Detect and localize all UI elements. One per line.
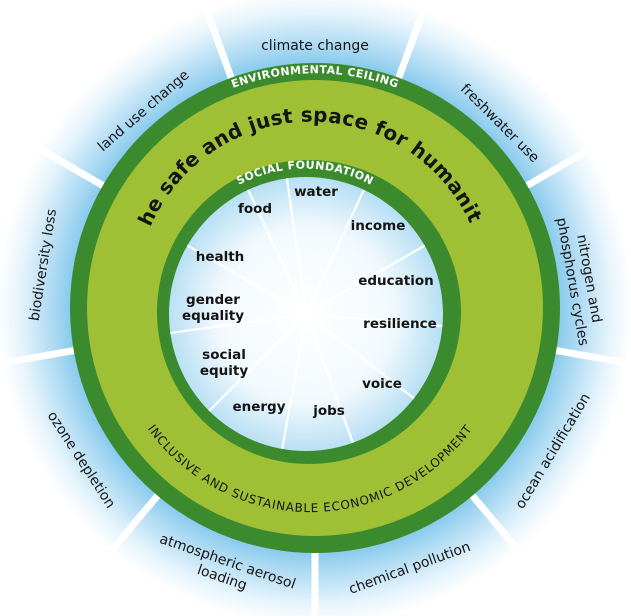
outer-separator: [27, 139, 109, 192]
outer-separator: [466, 489, 530, 564]
inner-spokes: [170, 178, 443, 450]
inner-spoke: [305, 244, 426, 315]
inner-label-food: food: [238, 201, 272, 217]
inner-label-water: water: [294, 184, 338, 200]
inner-label-income: income: [351, 218, 406, 234]
inner-label-health: health: [196, 249, 245, 265]
inner-labels: water income education resilience voice jobs e…: [182, 184, 437, 419]
inner-label-voice: voice: [362, 376, 402, 392]
inner-spoke: [304, 313, 354, 444]
inner-spoke: [186, 244, 307, 315]
outer-separator: [199, 0, 237, 84]
inner-label-energy: energy: [232, 399, 285, 415]
outer-separator: [550, 346, 631, 368]
outer-separator: [0, 346, 80, 368]
inner-label-resilience: resilience: [363, 316, 437, 332]
inner-spoke: [170, 312, 307, 335]
outer-separator: [100, 489, 164, 564]
inner-spoke: [208, 313, 307, 412]
inner-spoke: [305, 312, 443, 328]
inner-label-education: education: [358, 273, 434, 289]
inner-spoke: [305, 313, 415, 400]
inner-spoke: [281, 313, 308, 450]
outer-separator: [393, 0, 431, 84]
inner-spoke: [285, 178, 308, 315]
inner-spoke: [305, 189, 365, 315]
inner-label-jobs: jobs: [312, 403, 345, 419]
outer-separator: [521, 139, 603, 192]
outer-label-climate-change: climate change: [261, 38, 369, 54]
inner-spoke: [247, 189, 307, 315]
